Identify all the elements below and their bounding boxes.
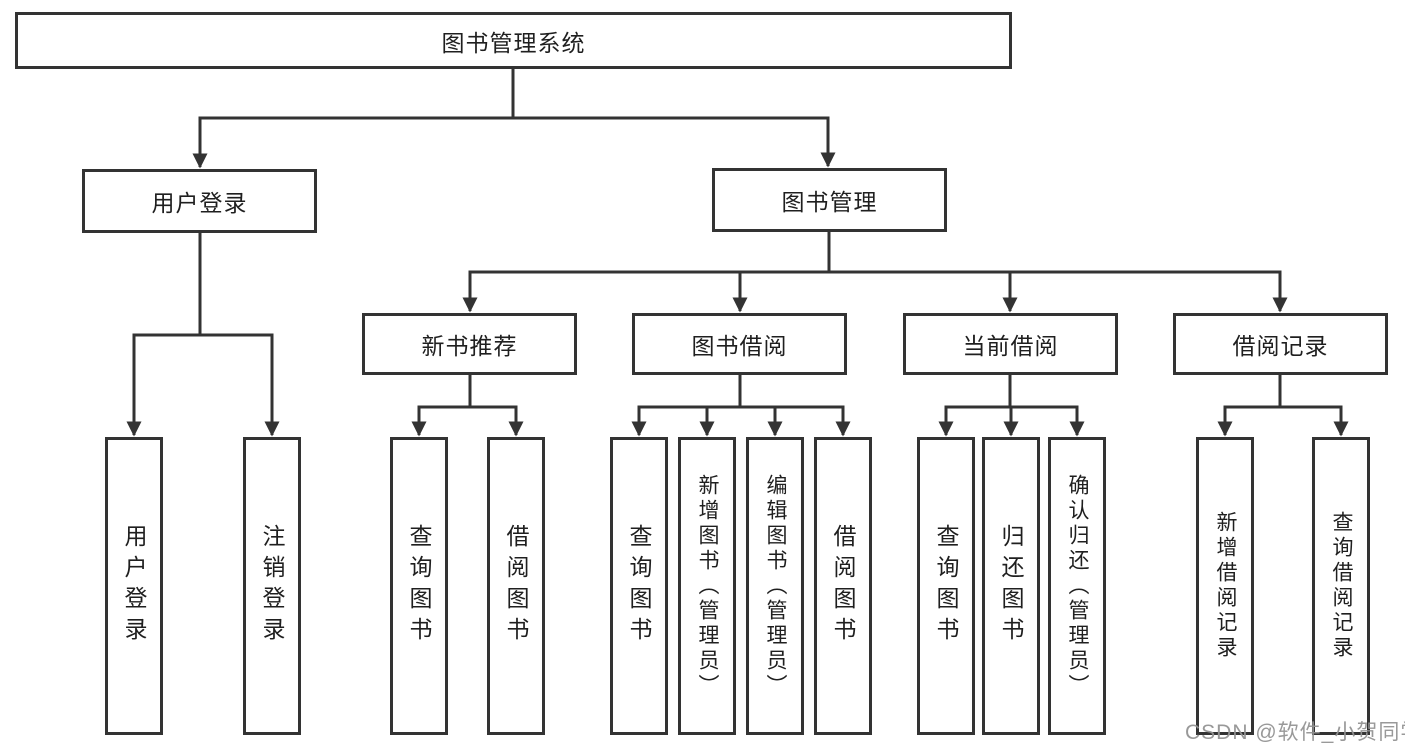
leaf-borrow-books: 借阅图书 xyxy=(487,437,545,735)
leaf-add-books-admin: 新增图书（管理员） xyxy=(678,437,736,735)
leaf-edit-books-admin: 编辑图书（管理员） xyxy=(746,437,804,735)
node-borrowing-records: 借阅记录 xyxy=(1173,313,1388,375)
csdn-watermark: CSDN @软件_小贺同学 xyxy=(1185,721,1405,744)
node-label: 图书管理系统 xyxy=(441,29,586,56)
node-label: 归还图书 xyxy=(998,524,1024,648)
leaf-query-books: 查询图书 xyxy=(390,437,448,735)
node-label: 新增图书（管理员） xyxy=(696,473,719,699)
node-book-management: 图书管理 xyxy=(712,168,947,232)
node-label: 新书推荐 xyxy=(421,333,518,359)
leaf-add-borrow-record: 新增借阅记录 xyxy=(1196,437,1254,735)
node-label: 确认归还（管理员） xyxy=(1066,473,1089,699)
leaf-logout: 注销登录 xyxy=(243,437,301,735)
node-label: 查询图书 xyxy=(933,524,959,648)
node-label: 查询图书 xyxy=(626,524,652,648)
node-label: 用户登录 xyxy=(151,190,248,216)
leaf-user-login: 用户登录 xyxy=(105,437,163,735)
node-label: 查询图书 xyxy=(406,524,432,648)
node-book-borrowing: 图书借阅 xyxy=(632,313,847,375)
leaf-confirm-return-admin: 确认归还（管理员） xyxy=(1048,437,1106,735)
node-label: 查询借阅记录 xyxy=(1330,511,1353,661)
node-label: 图书借阅 xyxy=(691,333,788,359)
leaf-return-books: 归还图书 xyxy=(982,437,1040,735)
leaf-query-books: 查询图书 xyxy=(610,437,668,735)
node-library-management-system: 图书管理系统 xyxy=(15,12,1012,69)
node-label: 注销登录 xyxy=(259,524,285,648)
node-new-book-recommend: 新书推荐 xyxy=(362,313,577,375)
node-label: 新增借阅记录 xyxy=(1214,511,1237,661)
node-label: 借阅图书 xyxy=(830,524,856,648)
node-label: 用户登录 xyxy=(121,524,147,648)
node-label: 当前借阅 xyxy=(962,333,1059,359)
leaf-query-books: 查询图书 xyxy=(917,437,975,735)
node-user-login: 用户登录 xyxy=(82,169,317,233)
node-label: 图书管理 xyxy=(781,189,878,215)
node-label: 借阅记录 xyxy=(1232,333,1329,359)
node-current-borrowing: 当前借阅 xyxy=(903,313,1118,375)
leaf-query-borrow-record: 查询借阅记录 xyxy=(1312,437,1370,735)
leaf-borrow-books: 借阅图书 xyxy=(814,437,872,735)
node-label: 借阅图书 xyxy=(503,524,529,648)
node-label: 编辑图书（管理员） xyxy=(764,473,787,699)
